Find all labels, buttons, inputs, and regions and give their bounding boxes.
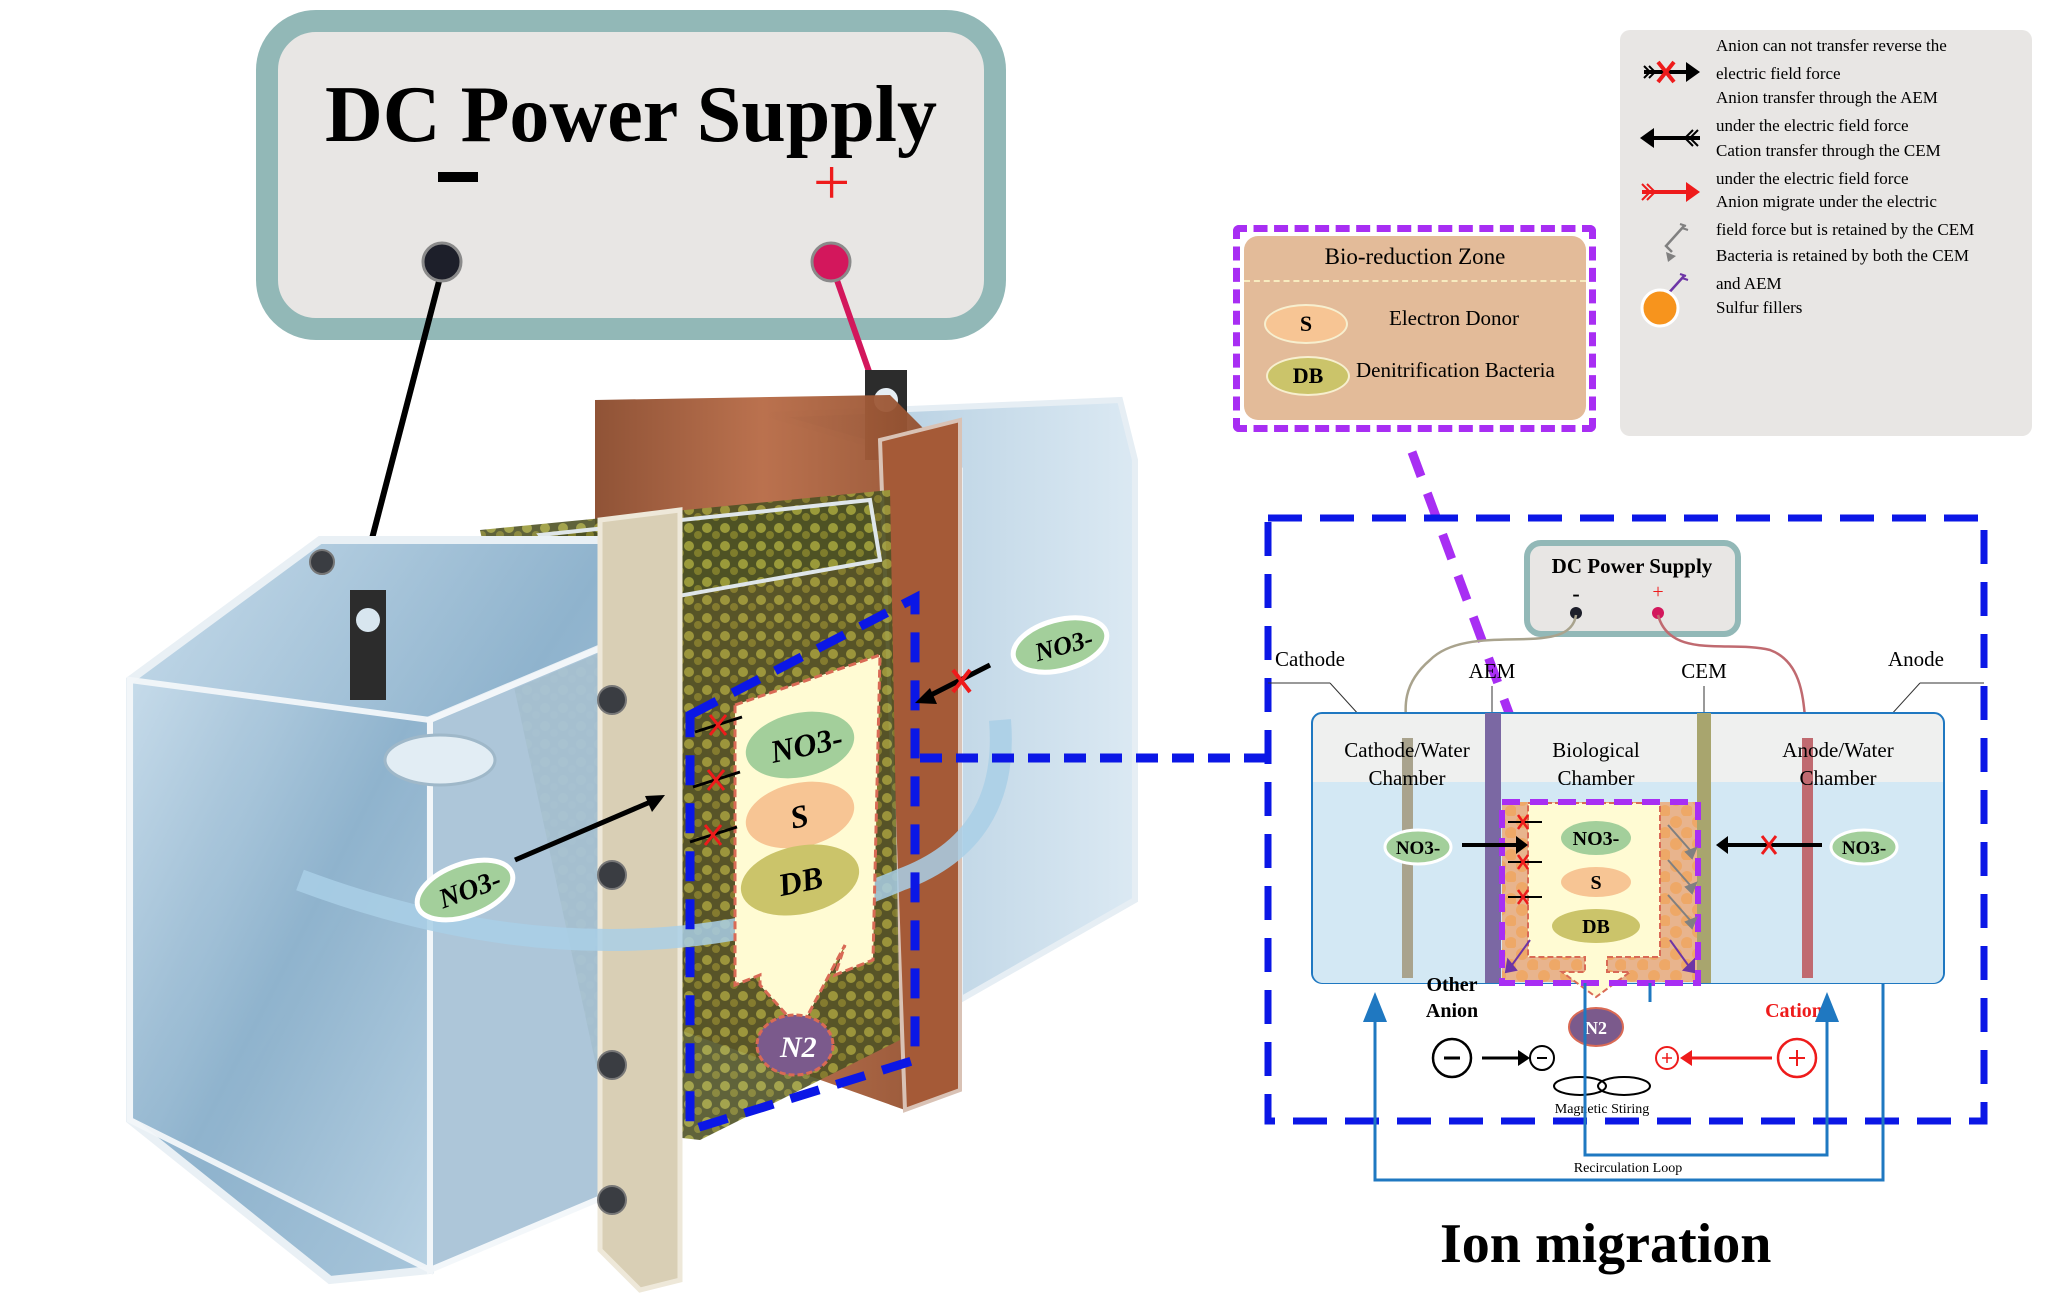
render-no3-right-ellipse <box>1010 615 1110 675</box>
render-s-ellipse <box>745 781 855 849</box>
divider <box>1244 280 1586 282</box>
schematic-s-label: S <box>1590 872 1601 894</box>
render-no3-ellipse <box>745 711 855 779</box>
schematic-retained-anion-arrows <box>1667 824 1698 930</box>
anion-transfer-arrow-icon <box>1640 128 1700 148</box>
schematic-db-ellipse <box>1552 909 1640 943</box>
schematic-no3-left-label: NO3- <box>1396 838 1440 859</box>
other-anion-icon <box>1431 1037 1473 1079</box>
legend-item-sulfur-fillers: Sulfur fillers <box>1716 298 1803 317</box>
legend-panel: Anion can not transfer reverse the elect… <box>1620 30 2032 436</box>
schematic-negative-terminal <box>1570 607 1582 619</box>
schematic-minus-label: - <box>1572 581 1579 606</box>
denitrification-bacteria-label: Denitrification Bacteria <box>1356 358 1555 382</box>
negative-sign-icon <box>438 172 478 182</box>
render-no3-left-ellipse <box>414 857 516 923</box>
schematic-bio-zone-frame <box>1499 799 1701 986</box>
positive-terminal-icon <box>810 241 852 283</box>
denitrification-bacteria-badge: DB <box>1266 356 1350 396</box>
aem-frame-render <box>597 507 683 1293</box>
dc-power-supply-main: DC Power Supply + <box>256 10 1006 340</box>
negative-terminal-icon <box>421 241 463 283</box>
schematic-db-label: DB <box>1582 916 1610 938</box>
cathode-electrode-tab <box>350 590 386 700</box>
recirculation-arrowhead-left <box>1363 992 1387 1022</box>
anode-electrode <box>1802 738 1813 978</box>
recirculation-outer-line <box>1373 983 1885 1182</box>
legend-item-cation-transfer: Cation transfer through the CEM under th… <box>1716 141 1941 188</box>
render-n2-label: N2 <box>779 1031 817 1064</box>
schematic-bacteria-retained-arrows <box>1504 939 1695 974</box>
chamber-label-bio-line2: Chamber <box>1558 766 1635 790</box>
schematic-power-supply-title: DC Power Supply <box>1552 554 1713 578</box>
magnetic-stirrer-icon <box>1553 1076 1607 1096</box>
other-anion-label-line2: Anion <box>1426 1000 1478 1022</box>
zoom-highlight-box <box>685 590 920 1137</box>
schematic-s-ellipse <box>1561 867 1631 897</box>
chamber-label-anode-line2: Chamber <box>1800 766 1877 790</box>
render-db-ellipse <box>740 844 860 916</box>
magnetic-stirring-label: Magnetic Stiring <box>1555 1102 1650 1117</box>
electron-donor-badge: S <box>1264 304 1348 344</box>
legend-item-bacteria-retained: Bacteria is retained by both the CEM and… <box>1716 246 1970 293</box>
schematic-plus-label: + <box>1652 581 1663 603</box>
schematic-n2-ellipse <box>1568 1007 1624 1047</box>
ion-migration-schematic: DC Power Supply - + Cathode Anode AEM CE… <box>1264 450 1988 1182</box>
schematic-no3-right-ellipse <box>1829 828 1899 866</box>
aem-membrane <box>1485 713 1501 983</box>
aem-label: AEM <box>1469 659 1516 683</box>
schematic-positive-wire <box>1656 614 1810 739</box>
schematic-no3-label: NO3- <box>1573 828 1620 850</box>
sulfur-filler-dot-icon <box>1640 288 1680 328</box>
recirculation-inner-line <box>1583 983 1829 1157</box>
cathode-label: Cathode <box>1275 647 1345 671</box>
schematic-frame <box>1264 514 1988 1125</box>
legend-item-blocked-anion: Anion can not transfer reverse the elect… <box>1716 36 1947 83</box>
render-blocked-anion-arrow <box>923 662 992 701</box>
transferred-cation-icon <box>1655 1046 1679 1070</box>
electron-donor-label: Electron Donor <box>1389 306 1520 330</box>
schematic-positive-terminal <box>1652 607 1664 619</box>
schematic-n2-label: N2 <box>1585 1018 1607 1038</box>
schematic-blocked-anion-arrows <box>1508 814 1542 905</box>
bio-reduction-zone-frame <box>1233 225 1596 432</box>
chamber-label-anode-line1: Anode/Water <box>1782 738 1893 762</box>
anode-label: Anode <box>1888 647 1944 671</box>
render-anion-arrow <box>514 797 656 863</box>
render-red-x-icons <box>703 714 728 846</box>
schematic-no3-left-ellipse <box>1383 828 1453 866</box>
dc-power-supply-title: DC Power Supply <box>325 71 937 159</box>
anion-retained-arrow-icon <box>1664 223 1689 262</box>
chamber-label-cathode-line1: Cathode/Water <box>1344 738 1469 762</box>
render-n2-ellipse <box>755 1013 835 1077</box>
cation-transfer-arrow-icon <box>1641 182 1700 202</box>
reactor-render: NO3- S DB N2 NO3- NO3- <box>126 241 1265 1293</box>
bolt-icons <box>309 549 627 1215</box>
bio-reduction-zone-title: Bio-reduction Zone <box>1324 244 1506 269</box>
bio-reduction-zone: Bio-reduction Zone S Electron Donor DB D… <box>1244 236 1586 420</box>
legend-item-anion-retained: Anion migrate under the electric field f… <box>1716 192 1975 239</box>
ion-migration-caption: Ion migration <box>1440 1213 1772 1275</box>
blocked-anion-arrow-icon <box>1643 60 1700 84</box>
positive-wire <box>829 265 875 381</box>
recirculation-arrowhead-right <box>1815 992 1839 1022</box>
legend-item-anion-transfer: Anion transfer through the AEM under the… <box>1716 88 1938 135</box>
other-anion-label-line1: Other <box>1426 974 1477 996</box>
chamber-label-cathode-line2: Chamber <box>1369 766 1446 790</box>
cation-label: Cation <box>1765 1000 1823 1022</box>
schematic-no3-right-label: NO3- <box>1842 838 1886 859</box>
chamber-label-bio-line1: Biological <box>1552 738 1640 762</box>
cem-label: CEM <box>1681 659 1727 683</box>
transferred-anion-icon <box>1529 1045 1555 1071</box>
recirculation-loop-label: Recirculation Loop <box>1574 1161 1682 1176</box>
cation-icon <box>1776 1037 1818 1079</box>
schematic-no3-ellipse <box>1561 821 1631 855</box>
positive-sign-label: + <box>813 146 851 219</box>
